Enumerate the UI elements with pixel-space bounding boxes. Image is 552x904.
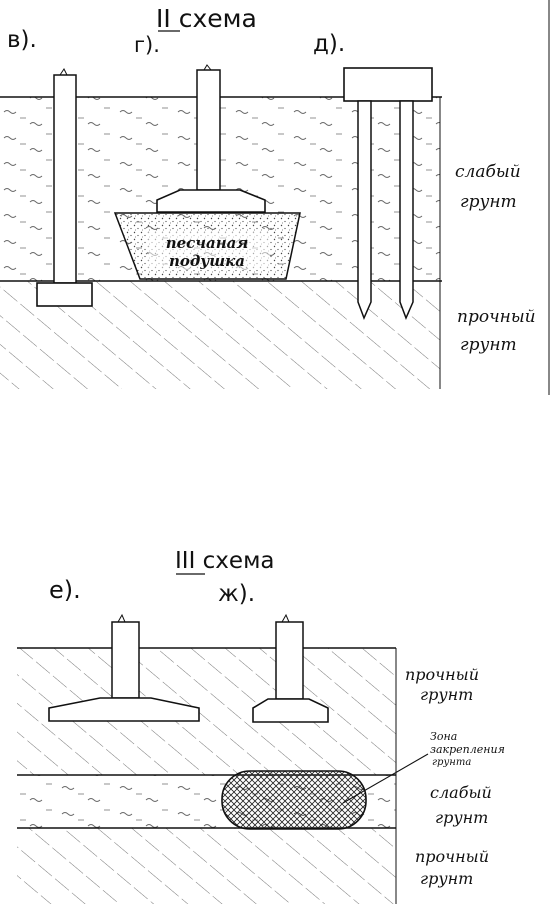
pile-foundation-d [343,67,433,320]
scheme-2: песчаная подушка II схема в). г). д). сл… [0,0,550,395]
label-v: в). [7,27,37,53]
label-zh: ж). [218,581,255,607]
sand-cushion-label-2: подушка [169,252,245,270]
zone-label-3: грунта [432,757,471,768]
weak-soil-label-3-1: слабый [430,783,492,802]
strong-soil-top-label-2: грунт [420,685,473,704]
strong-soil-label-2: грунт [460,335,517,355]
weak-soil-label-3-2: грунт [435,808,488,827]
scheme-3-title: III схема [175,548,275,574]
strong-soil-label-1: прочный [457,307,536,327]
column-foundation-zh [221,613,367,830]
column-foundation-g: песчаная подушка [113,64,301,280]
scheme-2-title: II схема [156,4,257,33]
label-g: г). [134,33,160,57]
column-foundation-v [36,68,93,307]
zone-label-2: закрепления [430,743,505,756]
strong-soil-bottom-label-1: прочный [415,847,489,866]
strong-soil-bottom-label-2: грунт [420,869,473,888]
strong-soil-top-label-1: прочный [405,665,479,684]
strong-soil-bottom-layer [17,828,396,904]
scheme-3: III схема е). ж). прочный грунт Зона зак… [17,548,505,904]
weak-soil-label-2: грунт [460,192,517,212]
column-foundation-e [48,613,200,722]
zone-leader-line [342,753,429,804]
zone-label-1: Зона [430,730,457,743]
weak-soil-label-1: слабый [455,162,521,182]
label-e: е). [49,576,81,604]
sand-cushion-label-1: песчаная [166,234,249,252]
soil-consolidation-zone [221,770,367,830]
label-d: д). [313,31,345,57]
